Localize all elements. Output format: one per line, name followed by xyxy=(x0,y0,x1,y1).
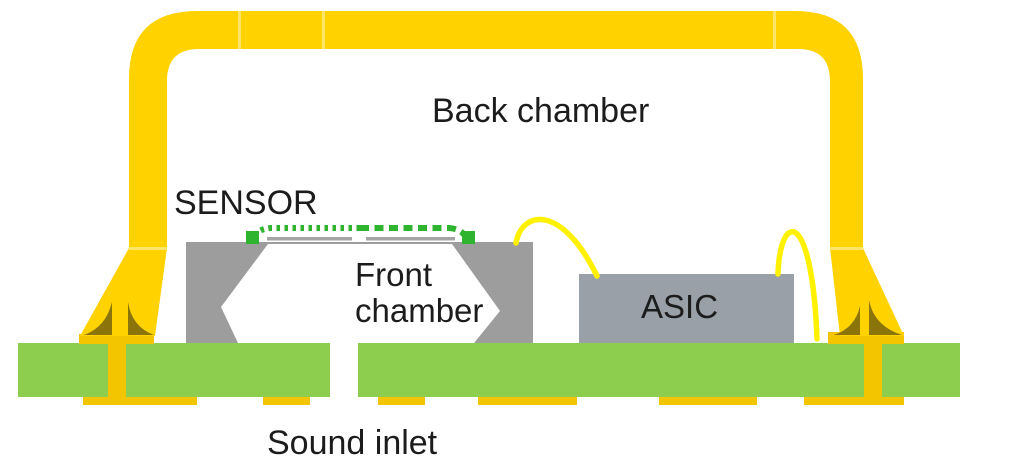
bottom-pad xyxy=(804,397,904,405)
asic-die xyxy=(579,274,794,343)
front-chamber-label-line1: Front xyxy=(355,256,433,293)
solder-fillet xyxy=(834,306,860,335)
pcb-left-segment xyxy=(18,343,330,397)
lid-seam xyxy=(322,11,325,49)
membrane-anchor xyxy=(246,231,259,244)
membrane-dashed-line xyxy=(360,225,471,244)
bond-wire-sensor-to-asic xyxy=(513,216,600,279)
pcb-via-right xyxy=(864,343,882,399)
membrane-dashed-line xyxy=(249,225,360,244)
bottom-pad xyxy=(378,397,425,405)
bottom-pad xyxy=(83,397,197,405)
lid-seam xyxy=(830,247,863,250)
bottom-pad xyxy=(659,397,757,405)
back-chamber-label: Back chamber xyxy=(432,92,650,130)
solder-fillet xyxy=(128,302,154,335)
sensor-die xyxy=(186,242,533,343)
backplate-line xyxy=(267,237,352,241)
lid-seam xyxy=(238,11,241,49)
lid-foot-right xyxy=(830,248,904,336)
pcb-via-left xyxy=(108,343,126,399)
sound-inlet-label: Sound inlet xyxy=(267,424,438,462)
solder-fillet xyxy=(869,300,902,335)
lid-foot-left xyxy=(80,248,167,336)
lid-seam xyxy=(129,247,167,250)
asic-label: ASIC xyxy=(641,288,719,325)
backplate-line xyxy=(366,237,455,241)
front-chamber-label-line2: chamber xyxy=(355,292,484,329)
lid-pad-left xyxy=(79,334,154,344)
bottom-pad xyxy=(263,397,310,405)
lid-seam xyxy=(773,11,776,49)
lid-can xyxy=(129,11,863,250)
sensor-label: SENSOR xyxy=(174,184,318,222)
membrane-anchor xyxy=(462,231,475,244)
bottom-pad xyxy=(478,397,577,405)
front-chamber-label: Front chamber xyxy=(355,257,483,329)
pcb-right-segment xyxy=(358,343,960,397)
solder-fillet xyxy=(84,302,112,335)
bond-wire-asic-to-pcb xyxy=(775,229,820,342)
